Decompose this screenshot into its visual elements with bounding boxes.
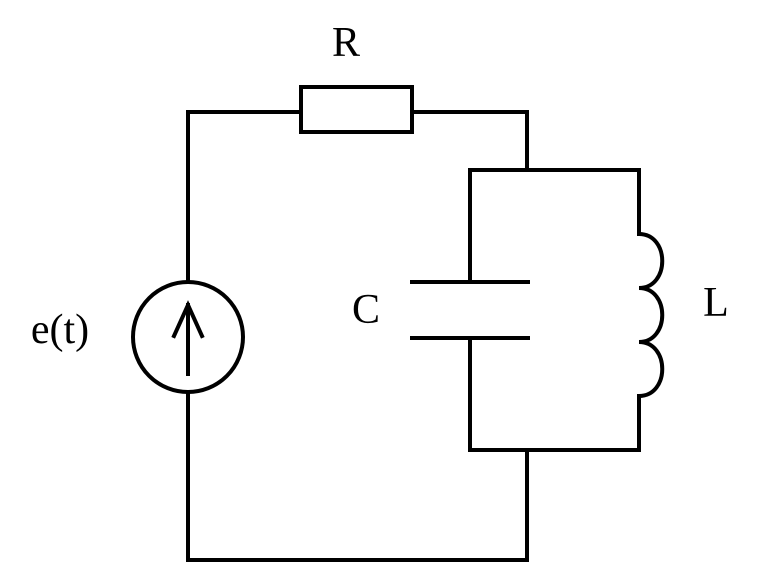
- resistor-r: [299, 85, 414, 134]
- arrow-head: [171, 300, 205, 339]
- source-circle: [131, 280, 245, 394]
- capacitor-c: [410, 280, 530, 340]
- arrow-up-icon: [171, 300, 205, 376]
- wire-bottom: [186, 448, 529, 562]
- current-source: [131, 280, 245, 394]
- source-label: e(t): [31, 307, 89, 353]
- inductor-label: L: [703, 280, 729, 326]
- wire-left-top: [186, 110, 303, 284]
- capacitor-label: C: [352, 287, 380, 333]
- wire-parallel-top: [468, 168, 641, 284]
- wire-parallel-bottom: [468, 336, 641, 452]
- inductor-l: [636, 231, 665, 399]
- wire-top-right: [410, 110, 529, 172]
- wires: [186, 110, 641, 562]
- resistor-label: R: [332, 20, 360, 66]
